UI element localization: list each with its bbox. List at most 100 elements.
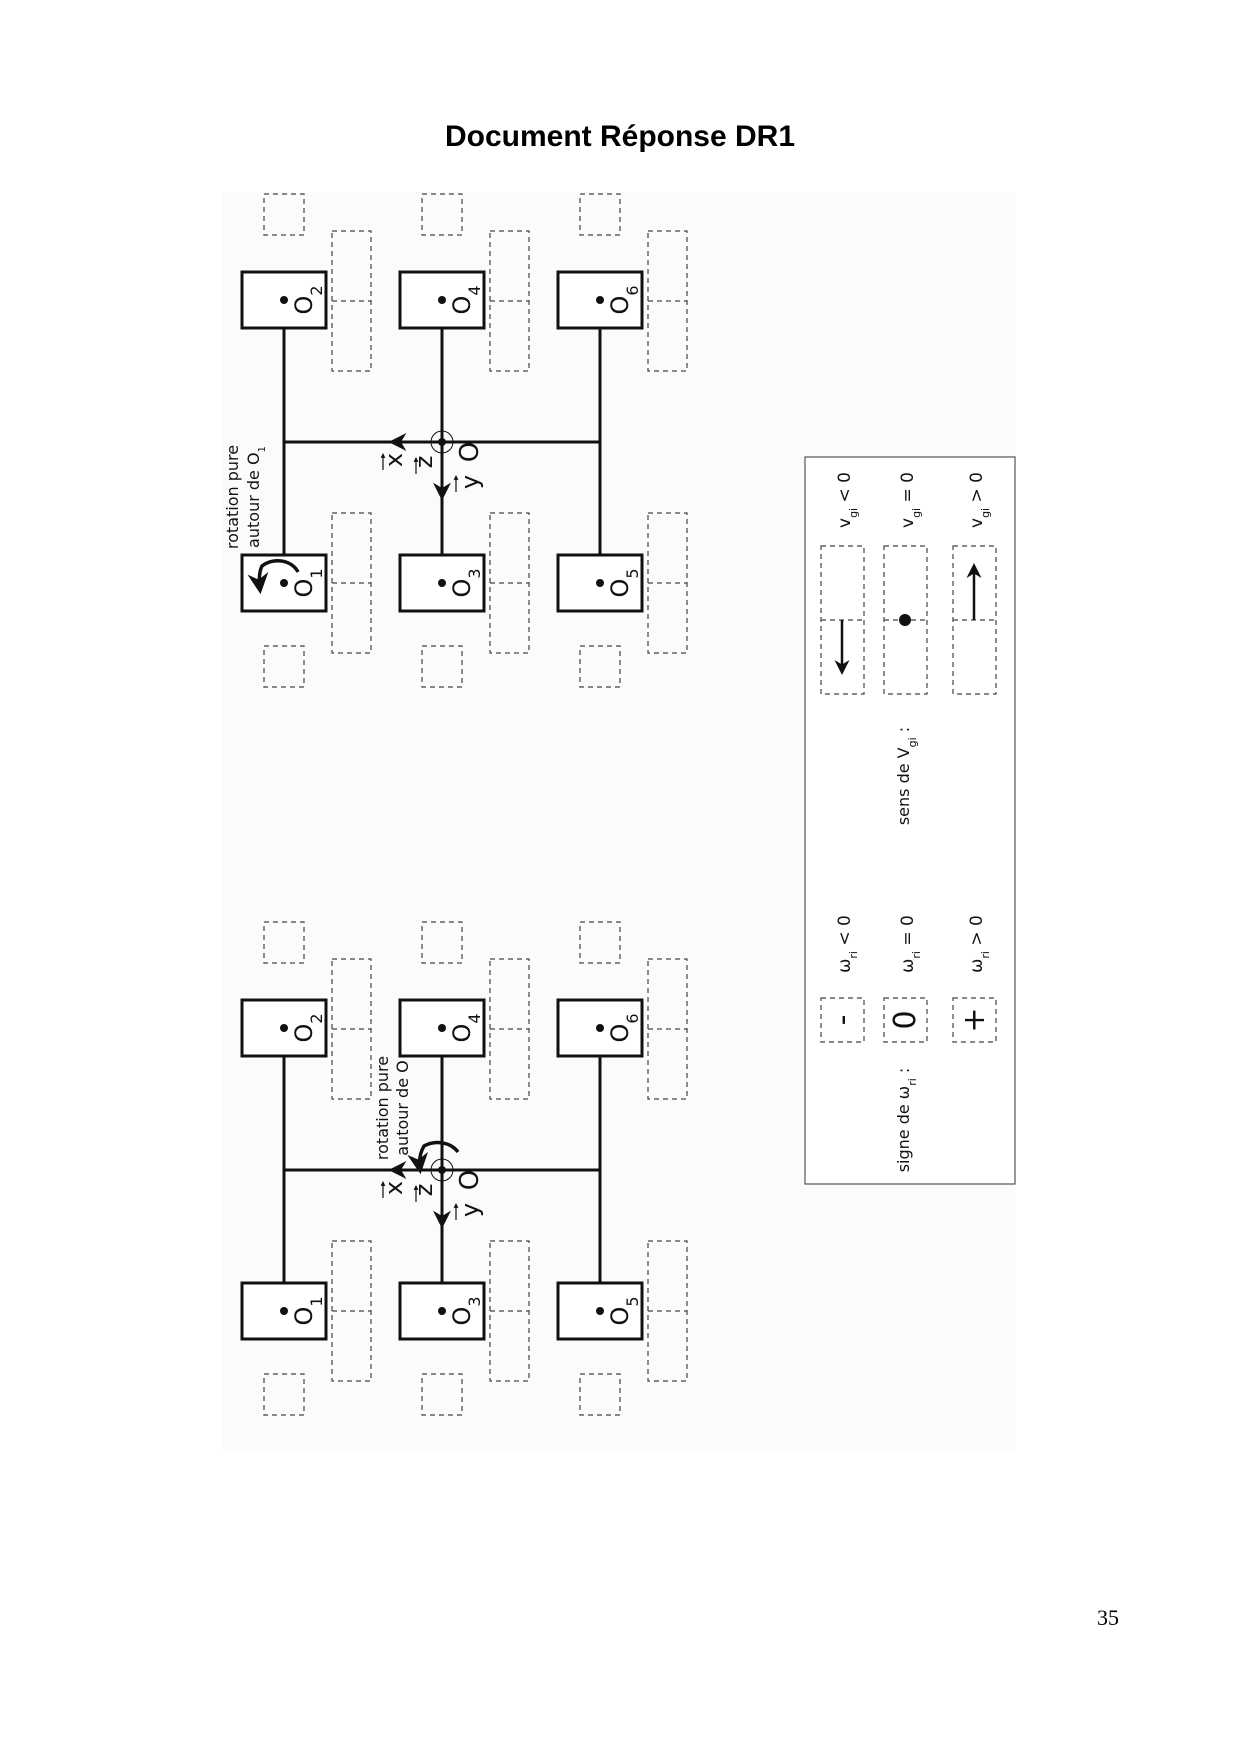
wheel-O2: O2 — [240, 998, 328, 1058]
text-part: > 0 — [967, 472, 987, 508]
wheel-O4: O4 — [398, 998, 486, 1058]
text-part: autour de O — [393, 1060, 412, 1156]
wheel-center-dot — [280, 296, 288, 304]
omega-sign-answer-box[interactable] — [263, 193, 305, 236]
rotation-caption-line2: autour de O1 — [244, 446, 268, 548]
wheel-center-dot — [438, 296, 446, 304]
text-part: O — [448, 1024, 476, 1043]
subscript: 5 — [623, 1296, 642, 1306]
wheel-center-dot — [438, 579, 446, 587]
text-part: x — [380, 1181, 408, 1195]
text-part: 0 — [888, 1010, 923, 1029]
wheel-label: O2 — [290, 285, 326, 314]
legend-sign-symbol-3: + — [957, 1007, 992, 1032]
text-part: z — [410, 456, 438, 469]
legend-frame — [804, 456, 1016, 1185]
wheel-box — [240, 998, 328, 1058]
text-part: O — [606, 1024, 634, 1043]
wheel-center-dot — [596, 1024, 604, 1032]
omega-sign-answer-box[interactable] — [579, 1373, 621, 1416]
text-part: < 0 — [835, 915, 855, 951]
z-axis-out-circle — [430, 1158, 454, 1182]
omega-sign-answer-box[interactable] — [263, 645, 305, 688]
text-part: y — [456, 1203, 484, 1217]
axis-z-label: z — [410, 1184, 438, 1197]
subscript: ri — [910, 951, 923, 959]
wheel-center-dot — [596, 296, 604, 304]
wheel-O1: O1 — [240, 1281, 328, 1341]
text-part: O — [448, 1307, 476, 1326]
wheel-center-dot — [438, 1024, 446, 1032]
legend-sign-box — [820, 997, 865, 1043]
text-part: - — [825, 1015, 860, 1026]
axis-x-label: x — [380, 453, 408, 467]
omega-sign-answer-box[interactable] — [579, 193, 621, 236]
text-part: O — [290, 1307, 318, 1326]
legend-sign-box — [952, 997, 997, 1043]
text-part: v — [898, 518, 918, 528]
subscript: 6 — [623, 285, 642, 295]
omega-sign-answer-box[interactable] — [421, 645, 463, 688]
subscript: gi — [910, 508, 923, 518]
omega-sign-answer-box[interactable] — [263, 921, 305, 964]
text-part: O — [606, 579, 634, 598]
origin-dot — [438, 1166, 446, 1174]
subscript: gi — [979, 508, 992, 518]
wheel-label: O5 — [606, 1296, 642, 1325]
legend-sign-symbol-1: - — [825, 1015, 860, 1026]
wheel-label: O1 — [290, 568, 326, 597]
axis-x-label: x — [380, 1181, 408, 1195]
subscript: 1 — [307, 1296, 326, 1306]
z-axis-out-circle — [430, 430, 454, 454]
wheel-label: O4 — [448, 1013, 484, 1042]
wheel-label: O1 — [290, 1296, 326, 1325]
rotation-arrow-icon — [247, 558, 300, 595]
wheel-O3: O3 — [398, 1281, 486, 1341]
legend-sign-box — [883, 997, 928, 1043]
rotation-arrow-icon — [407, 1140, 460, 1175]
omega-sign-answer-box[interactable] — [263, 1373, 305, 1416]
text-part: O — [448, 579, 476, 598]
page-number: 35 — [1097, 1605, 1119, 1630]
legend-velocity-label-1: vgi < 0 — [835, 472, 860, 528]
wheel-O1: O1 — [240, 553, 328, 613]
rotation-caption-line1: rotation pure — [223, 445, 242, 549]
text-part: = 0 — [898, 915, 918, 951]
origin-dot — [438, 438, 446, 446]
wheel-label: O3 — [448, 568, 484, 597]
wheel-box — [398, 1281, 486, 1341]
page-title: Document Réponse DR1 — [445, 120, 795, 153]
wheel-label: O6 — [606, 285, 642, 314]
text-part: x — [380, 453, 408, 467]
subscript: 6 — [623, 1013, 642, 1023]
sens-label: sens de Vgi : — [894, 727, 919, 825]
subscript: gi — [847, 508, 860, 518]
axis-z-label: z — [410, 456, 438, 469]
subscript: 3 — [465, 1296, 484, 1306]
wheel-box — [556, 1281, 644, 1341]
omega-sign-answer-box[interactable] — [421, 193, 463, 236]
omega-sign-answer-box[interactable] — [579, 921, 621, 964]
wheel-center-dot — [596, 579, 604, 587]
text-part: O — [455, 442, 485, 462]
legend-velocity-label-3: vgi > 0 — [967, 472, 992, 528]
subscript: 1 — [257, 446, 268, 452]
subscript: ri — [847, 951, 860, 959]
text-part: O — [606, 296, 634, 315]
text-part: < 0 — [835, 472, 855, 508]
omega-sign-answer-box[interactable] — [579, 645, 621, 688]
wheel-label: O6 — [606, 1013, 642, 1042]
text-part: O — [290, 1024, 318, 1043]
subscript: 1 — [307, 568, 326, 578]
wheel-O6: O6 — [556, 270, 644, 330]
wheel-label: O2 — [290, 1013, 326, 1042]
text-part: O — [455, 1170, 485, 1190]
text-part: ω — [835, 959, 855, 973]
omega-sign-answer-box[interactable] — [421, 1373, 463, 1416]
rotation-caption-line1: rotation pure — [373, 1056, 392, 1160]
text-part: O — [290, 579, 318, 598]
omega-sign-answer-box[interactable] — [421, 921, 463, 964]
